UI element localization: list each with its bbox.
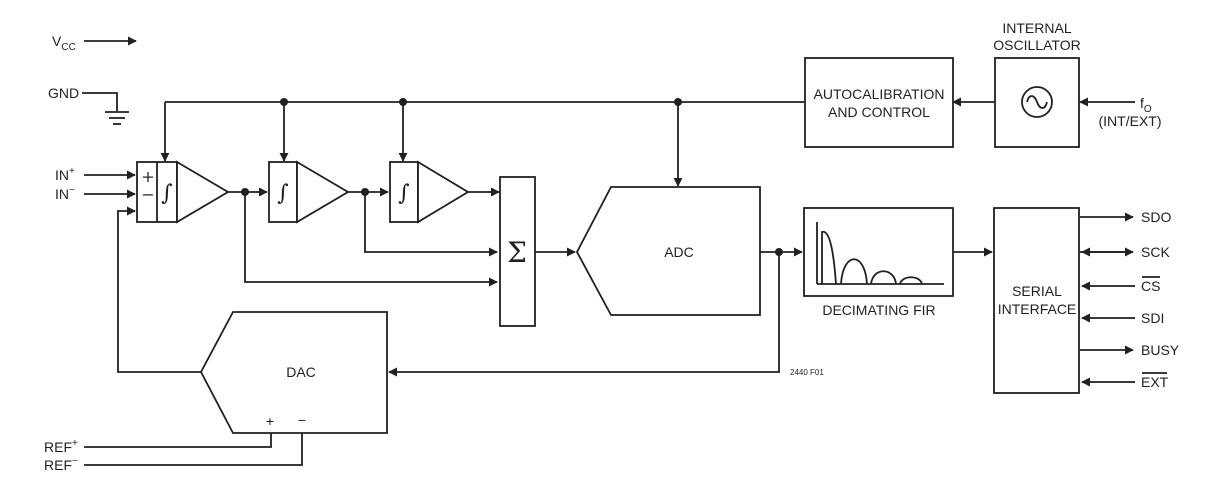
autocal-label-line1: AUTOCALIBRATION <box>814 86 945 102</box>
integral-symbol: ∫ <box>398 181 410 206</box>
vcc-pin-label: VCC <box>52 33 76 53</box>
ref-plus-pin-label: REF+ <box>44 438 78 455</box>
figure-id: 2440 F01 <box>790 368 824 377</box>
f0-pin-label: fO <box>1140 95 1152 115</box>
serial-label-line2: INTERFACE <box>998 301 1077 317</box>
in-plus-pin-label: IN+ <box>55 166 75 183</box>
f0-pin-note: (INT/EXT) <box>1099 113 1162 129</box>
sine-wave-icon <box>1026 95 1048 109</box>
adc-block: ADC <box>575 186 761 316</box>
ext-pin-label: EXT <box>1141 374 1169 390</box>
sigma-symbol: Σ <box>507 236 527 269</box>
sck-pin-label: SCK <box>1141 244 1170 260</box>
amp-minus-sign: − <box>141 185 154 204</box>
oscillator-label-line1: INTERNAL <box>1002 20 1071 36</box>
integrator-stage-1: + − ∫ <box>136 160 230 224</box>
dac-minus-terminal: − <box>298 412 306 428</box>
autocal-label-line2: AND CONTROL <box>828 104 930 120</box>
summing-block: Σ <box>499 176 536 327</box>
dac-label: DAC <box>286 364 316 380</box>
fir-label: DECIMATING FIR <box>822 302 935 318</box>
serial-interface-block: SERIAL INTERFACE <box>993 207 1080 394</box>
sinc-response-icon <box>816 222 944 285</box>
in-minus-pin-label: IN− <box>55 185 75 202</box>
sdi-pin-label: SDI <box>1141 310 1164 326</box>
integral-symbol: ∫ <box>277 181 289 206</box>
autocalibration-block: AUTOCALIBRATION AND CONTROL <box>804 57 954 148</box>
amp-plus-sign: + <box>141 167 154 186</box>
gnd-pin-label: GND <box>48 85 79 101</box>
junction-dots <box>241 98 783 256</box>
busy-pin-label: BUSY <box>1141 342 1180 358</box>
ref-minus-pin-label: REF− <box>44 456 78 473</box>
integrator-stage-3: ∫ <box>389 160 470 224</box>
integrator-stage-2: ∫ <box>268 160 350 224</box>
dac-plus-terminal: + <box>266 413 274 429</box>
sdo-pin-label: SDO <box>1141 209 1171 225</box>
dac-block: DAC + − <box>199 311 388 434</box>
integral-symbol: ∫ <box>161 181 173 206</box>
wires <box>82 36 1135 466</box>
serial-label-line1: SERIAL <box>1012 283 1062 299</box>
decimating-fir-block: DECIMATING FIR <box>803 207 954 318</box>
adc-label: ADC <box>664 244 694 260</box>
oscillator-label-line2: OSCILLATOR <box>993 37 1080 53</box>
oscillator-block: INTERNAL OSCILLATOR <box>993 20 1081 148</box>
cs-pin-label: CS <box>1141 278 1160 294</box>
